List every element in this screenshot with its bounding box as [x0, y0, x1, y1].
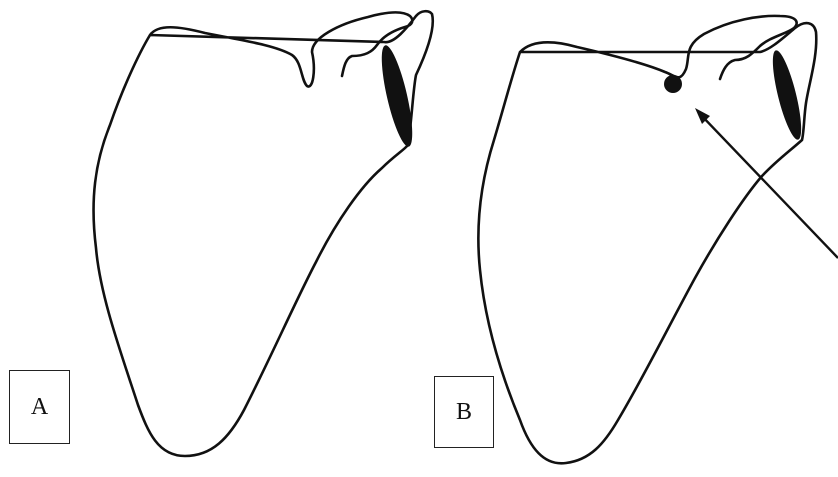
panel-label-a-text: A	[31, 394, 48, 421]
panel-b-notch-dot	[664, 75, 682, 93]
panel-label-a: A	[9, 370, 70, 444]
panel-a-scapula-outline	[94, 11, 433, 456]
panel-label-b-text: B	[456, 399, 472, 426]
panel-a-scapula	[94, 11, 433, 456]
panel-label-b: B	[434, 376, 494, 448]
panel-b-scapula-outline	[478, 16, 816, 463]
panel-b-scapula	[478, 16, 838, 463]
panel-b-glenoid-mark	[767, 48, 807, 142]
